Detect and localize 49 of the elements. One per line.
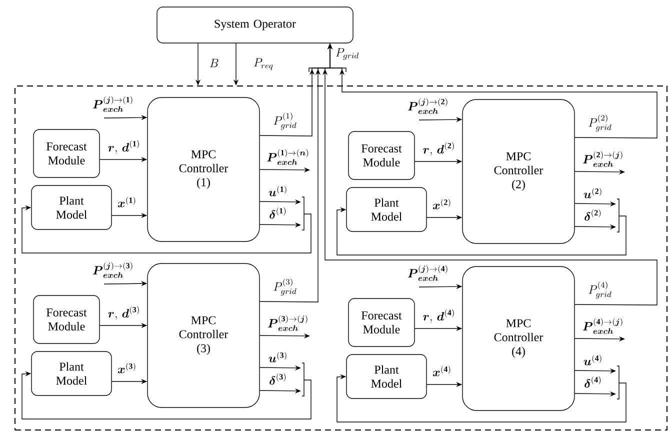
edge-label: $\boldsymbol{\delta}^{(\mathbf{1})}$ [270,207,286,219]
controller-box: MPC Controller (1) [147,97,260,242]
edge-label: $P_{grid}^{(2)}$ [588,114,612,132]
controller-box: MPC Controller (3) [147,263,260,408]
feedback-line [336,207,626,256]
edge-label: $\boldsymbol{P}_{\boldsymbol{exch}}^{(\boldsymbol{j})\rightarrow(\mathbf{3})}$ [92,262,132,278]
edge-label: $\boldsymbol{r},\, \boldsymbol{d}^{(\mathbf{2})}$ [423,142,454,156]
edge-label: $P_{grid}^{(4)}$ [588,281,612,299]
module-box: Forecast Module [348,298,415,347]
module-box: Plant Model [346,354,427,399]
edge-label: $\boldsymbol{x}^{(\mathbf{4})}$ [432,366,450,376]
controller-box: MPC Controller (4) [462,266,575,411]
controller-box: MPC Controller (2) [462,99,575,244]
edge-label: $P_{req}$ [254,58,273,70]
edge-label: $\boldsymbol{P}_{\boldsymbol{exch}}^{(\mathbf{2})\rightarrow(\boldsymbol{j})}$ [582,151,622,167]
edge-label: $\boldsymbol{\delta}^{(\mathbf{3})}$ [270,373,286,385]
dashed-boundary [14,86,668,430]
edge-label: $\boldsymbol{u}^{(\mathbf{1})}$ [268,186,286,196]
module-box: Plant Model [346,187,427,232]
edge-label: $\boldsymbol{x}^{(\mathbf{3})}$ [118,362,136,374]
module-box: Forecast Module [33,129,100,178]
edge-label: $\boldsymbol{P}_{\boldsymbol{exch}}^{(\boldsymbol{j})\rightarrow(\mathbf{1})}$ [92,96,132,112]
module-box: Forecast Module [33,295,100,344]
edge-label: $\boldsymbol{u}^{(\mathbf{3})}$ [268,352,286,362]
edge-label: $\boldsymbol{P}_{\boldsymbol{exch}}^{(\boldsymbol{j})\rightarrow(\mathbf{2})}$ [408,98,448,114]
edge-label: $P_{grid}^{(1)}$ [274,112,296,130]
feedback-line [22,205,312,254]
edge-label: $P_{grid}^{(3)}$ [274,278,296,296]
edge-label: $\boldsymbol{x}^{(\mathbf{1})}$ [118,196,136,208]
edge-label: $\boldsymbol{r},\, \boldsymbol{d}^{(\mathbf{4})}$ [423,309,454,323]
operator-box: System Operator [156,6,354,44]
edge-label: $\boldsymbol{u}^{(\mathbf{2})}$ [584,188,602,198]
edge-label: $\boldsymbol{r},\, \boldsymbol{d}^{(\mathbf{1})}$ [108,140,139,154]
module-box: Forecast Module [348,131,415,180]
edge-label: $\boldsymbol{P}_{\boldsymbol{exch}}^{(\mathbf{4})\rightarrow(\boldsymbol{j})}$ [582,318,622,334]
signal-label: $P_{grid}$ [336,48,359,60]
feedback-line [22,371,312,420]
edge-label: $\boldsymbol{\delta}^{(\mathbf{4})}$ [584,376,601,388]
module-box: Plant Model [31,351,112,396]
edge-label: $\boldsymbol{P}_{\boldsymbol{exch}}^{(\mathbf{1})\rightarrow(\boldsymbol{n})}$ [267,149,308,165]
edge-label: $\boldsymbol{x}^{(\mathbf{2})}$ [432,198,450,210]
edge-label: $\boldsymbol{\delta}^{(\mathbf{2})}$ [584,209,601,221]
module-box: Plant Model [31,185,112,230]
edge-label: $\boldsymbol{r},\, \boldsymbol{d}^{(\mathbf{3})}$ [108,306,139,320]
edge-label: $\boldsymbol{u}^{(\mathbf{4})}$ [584,354,602,366]
edge-label: $\boldsymbol{P}_{\boldsymbol{exch}}^{(\mathbf{3})\rightarrow(\boldsymbol{j})}$ [268,315,308,331]
edge-label: $\boldsymbol{P}_{\boldsymbol{exch}}^{(\boldsymbol{j})\rightarrow(\mathbf{4})}$ [408,265,448,281]
edge-label: $B$ [210,58,218,68]
feedback-line [336,374,626,422]
